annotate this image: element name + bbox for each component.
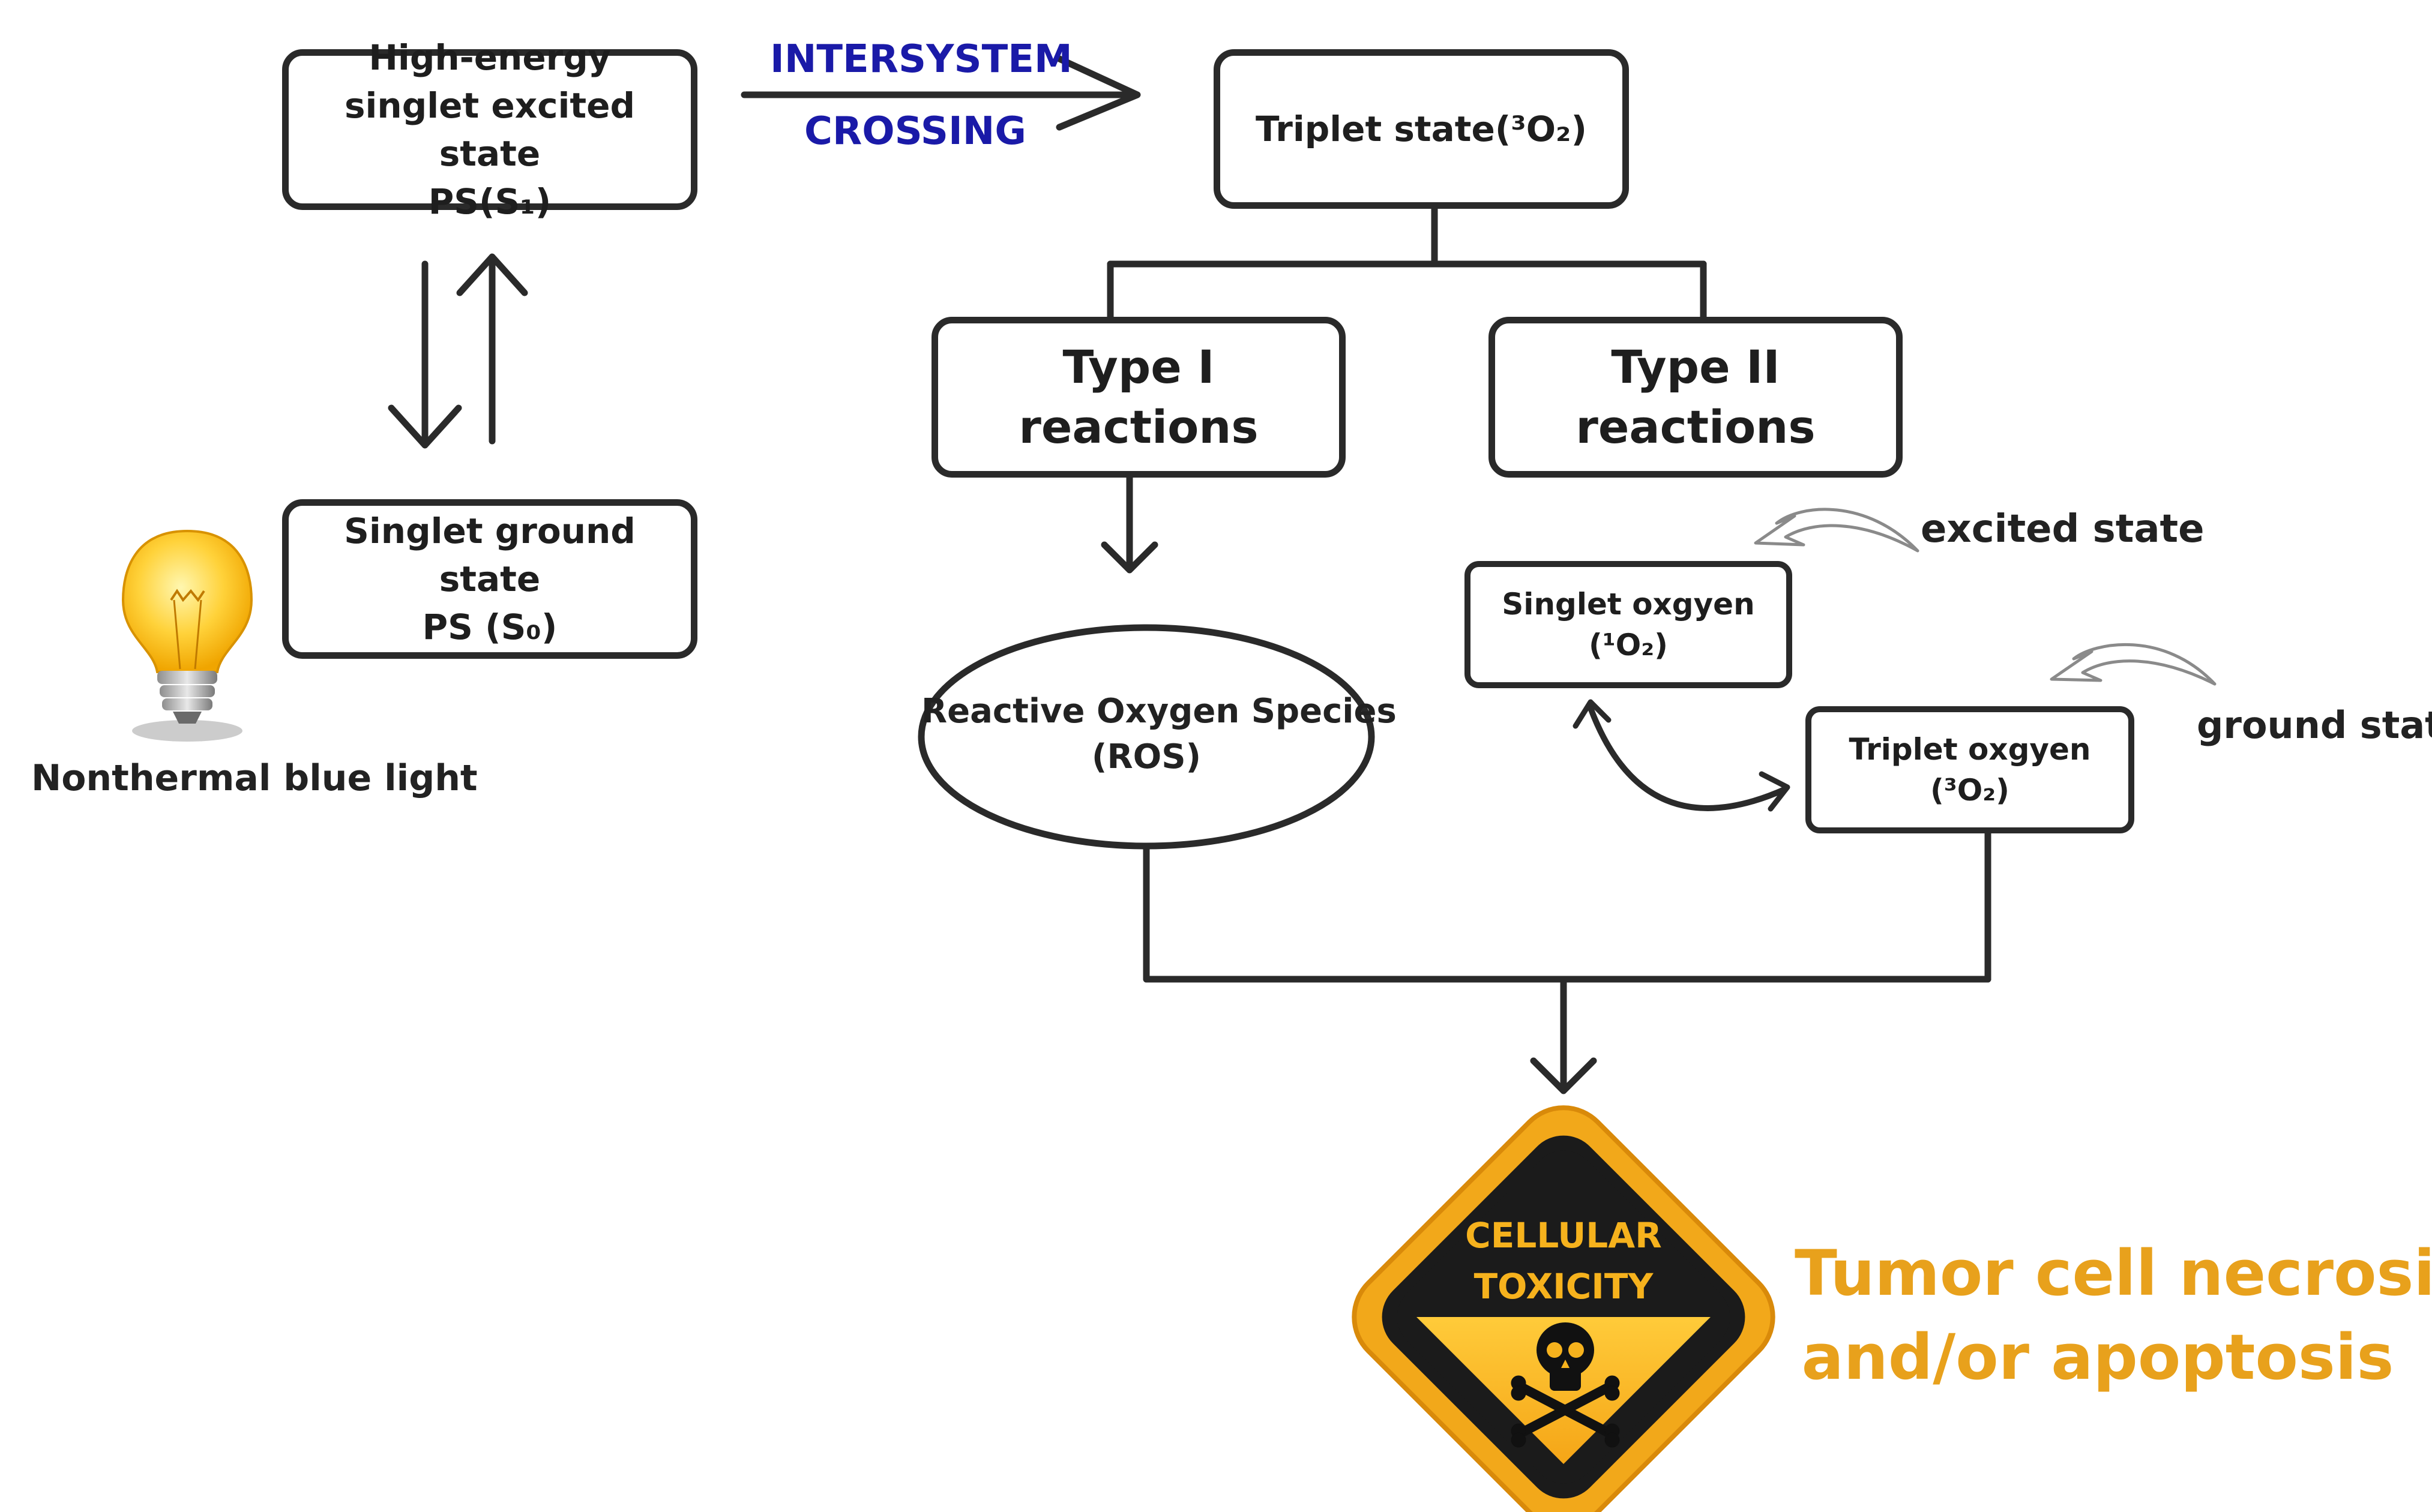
triplet-oxygen-line2: (³O₂) — [1930, 773, 2009, 808]
light-label: Nonthermal blue light — [31, 757, 478, 799]
triplet-state-label: Triplet state(³O₂) — [1256, 109, 1587, 149]
oxygen-curved-arrow-head-top — [1573, 699, 1612, 729]
outcome-label: Tumor cell necrosis and/or apoptosis — [1795, 1231, 2432, 1399]
excited-state-label: excited state — [1921, 507, 2205, 551]
sign-text-line1: CELLULAR — [1465, 1215, 1662, 1256]
type-2-label: Type II reactions — [1576, 340, 1816, 454]
excited-state-arrow-icon — [1754, 508, 1919, 553]
singlet-excited-state-box: High-energy singlet excited state PS(S₁) — [282, 37, 697, 222]
merge-down-head — [1530, 1057, 1597, 1094]
arrow-down-head — [388, 404, 462, 449]
arrow-up-head — [456, 253, 528, 296]
skull-crossbones-icon — [1511, 1322, 1620, 1448]
singlet-oxygen-box: Singlet oxgyen (¹O₂) — [1464, 561, 1792, 688]
isc-label-line1: INTERSYSTEM — [770, 37, 1073, 82]
ground-state-arrow-icon — [2050, 643, 2217, 686]
triplet-oxygen-box: Triplet oxgyen (³O₂) — [1805, 706, 2134, 833]
singlet-ground-state-box: Singlet ground state PS (S₀) — [282, 499, 697, 659]
triplet-state-box: Triplet state(³O₂) — [1214, 49, 1629, 209]
singlet-oxygen-line2: (¹O₂) — [1588, 628, 1668, 662]
ros-label: Reactive Oxygen Species (ROS) — [921, 689, 1397, 780]
type-1-reactions-box: Type I reactions — [932, 317, 1346, 478]
s1-line1: High-energy — [369, 37, 611, 78]
type-1-label: Type I reactions — [1019, 340, 1259, 454]
outcome-line1: Tumor cell necrosis — [1795, 1237, 2432, 1310]
s0-line2: PS (S₀) — [422, 607, 558, 647]
ros-line1: Reactive Oxygen Species — [921, 692, 1397, 731]
isc-label-line2: CROSSING — [804, 109, 1026, 154]
s1-line2: singlet excited state — [345, 85, 635, 174]
outcome-line2: and/or apoptosis — [1801, 1321, 2394, 1394]
oxygen-curved-arrow — [1588, 705, 1789, 811]
s0-line1: Singlet ground state — [344, 511, 636, 599]
type-2-reactions-box: Type II reactions — [1488, 317, 1903, 478]
singlet-oxygen-line1: Singlet oxgyen — [1502, 587, 1755, 622]
type1-to-ros-head — [1101, 541, 1158, 574]
ros-line2: (ROS) — [1091, 737, 1202, 776]
sign-text-line2: TOXICITY — [1473, 1266, 1654, 1307]
light-bulb-icon — [121, 529, 253, 742]
isc-arrow-head — [1056, 55, 1141, 131]
oxygen-curved-arrow-head-bottom — [1759, 771, 1790, 812]
s1-line3: PS(S₁) — [428, 181, 552, 222]
ground-state-label: ground state — [2197, 703, 2432, 747]
triplet-oxygen-line1: Triplet oxgyen — [1849, 732, 2091, 767]
